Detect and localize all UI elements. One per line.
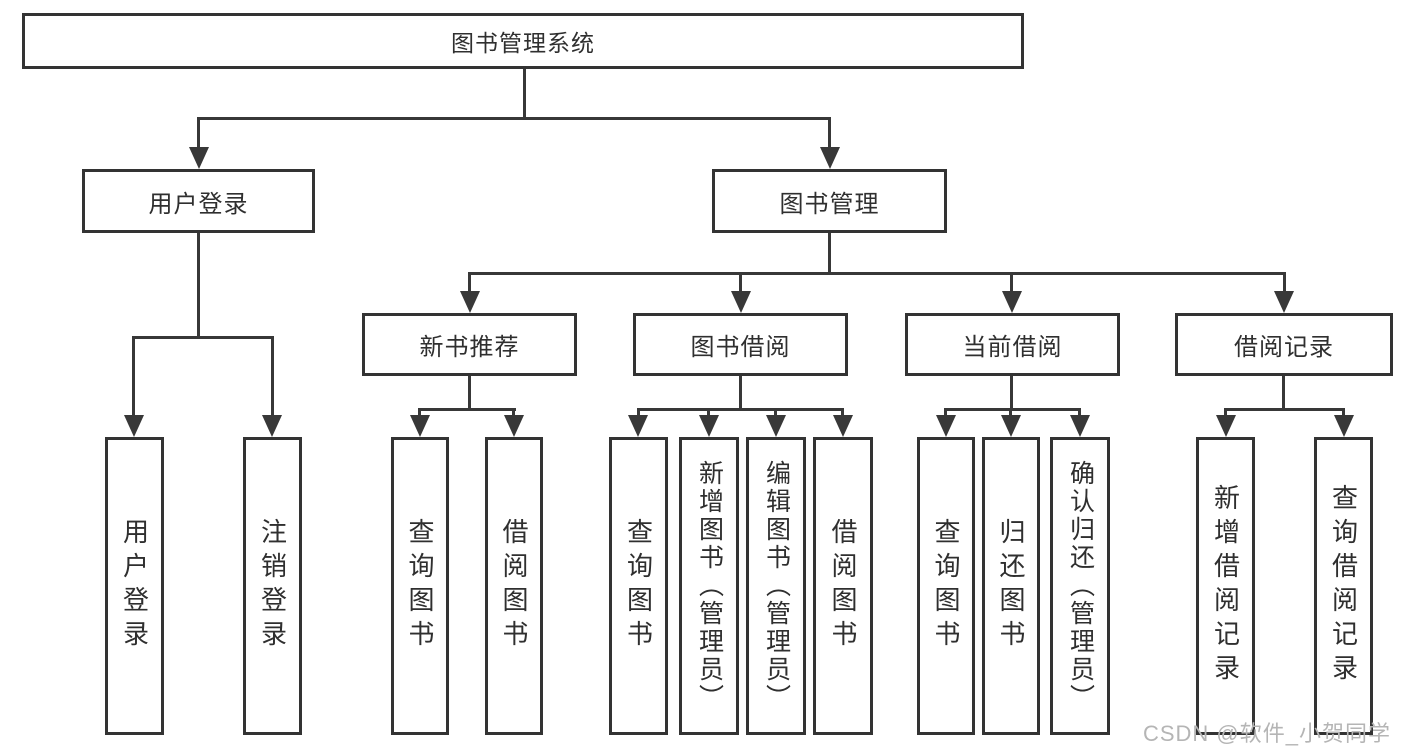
- connector-arrow-cb-confirm: [1078, 408, 1081, 417]
- connector-arrow-cb-return: [1009, 408, 1012, 417]
- leaf-rec-borrow-book: 借阅图书: [485, 437, 543, 735]
- arrowhead-bookborrow: [731, 291, 751, 313]
- node-book-management: 图书管理: [712, 169, 947, 233]
- arrowhead-cb-confirm: [1070, 415, 1090, 437]
- connector-arrow-cb-query: [944, 408, 947, 417]
- connector-arrow-bb-add: [707, 408, 710, 417]
- connector-recommend-stub: [468, 376, 471, 408]
- node-root-system: 图书管理系统: [22, 13, 1024, 69]
- arrowhead-bb-add: [699, 415, 719, 437]
- connector-currentborrow-bar: [944, 408, 1081, 411]
- connector-arrow-rc-add: [1224, 408, 1227, 417]
- connector-arrow-rec-query: [418, 408, 421, 417]
- leaf-records-query: 查询借阅记录: [1314, 437, 1373, 735]
- connector-arrow-currentborrow: [1010, 272, 1013, 293]
- leaf-user-login: 用户登录: [105, 437, 164, 735]
- connector-root-stub: [523, 69, 526, 117]
- arrowhead-rec-borrow: [504, 415, 524, 437]
- arrowhead-currentborrow: [1002, 291, 1022, 313]
- node-new-book-recommend: 新书推荐: [362, 313, 577, 376]
- connector-recommend-bar: [418, 408, 516, 411]
- connector-arrow-bb-borrow: [841, 408, 844, 417]
- connector-arrow-bb-query: [637, 408, 640, 417]
- arrowhead-leaf-login: [124, 415, 144, 437]
- node-user-login: 用户登录: [82, 169, 315, 233]
- leaf-label: 查询图书: [623, 518, 654, 654]
- leaf-label: 用户登录: [119, 518, 150, 654]
- arrowhead-leaf-logout: [262, 415, 282, 437]
- arrowhead-bb-borrow: [833, 415, 853, 437]
- connector-arrow-login: [197, 117, 200, 149]
- arrowhead-rec-query: [410, 415, 430, 437]
- arrowhead-cb-return: [1001, 415, 1021, 437]
- arrowhead-rc-add: [1216, 415, 1236, 437]
- connector-root-bar: [198, 117, 831, 120]
- leaf-current-query-book: 查询图书: [917, 437, 975, 735]
- connector-arrow-bookborrow: [739, 272, 742, 293]
- arrowhead-records: [1274, 291, 1294, 313]
- connector-arrow-recommend: [468, 272, 471, 293]
- leaf-label: 归还图书: [996, 518, 1026, 654]
- leaf-rec-query-book: 查询图书: [391, 437, 449, 735]
- connector-bookborrow-bar: [637, 408, 844, 411]
- leaf-borrow-add-book-admin: 新增图书（管理员）: [679, 437, 739, 735]
- leaf-logout: 注销登录: [243, 437, 302, 735]
- leaf-label: 编辑图书（管理员）: [762, 460, 791, 712]
- arrowhead-login: [189, 147, 209, 169]
- leaf-label: 借阅图书: [499, 518, 529, 654]
- arrowhead-rc-query: [1334, 415, 1354, 437]
- leaf-label: 确认归还（管理员）: [1066, 460, 1095, 712]
- connector-bookborrow-stub: [739, 376, 742, 408]
- connector-records-bar: [1224, 408, 1345, 411]
- leaf-label: 新增图书（管理员）: [695, 460, 724, 712]
- leaf-label: 查询图书: [931, 518, 961, 654]
- connector-currentborrow-stub: [1010, 376, 1013, 408]
- arrowhead-bb-query: [628, 415, 648, 437]
- connector-management-bar: [468, 272, 1285, 275]
- arrowhead-management: [820, 147, 840, 169]
- leaf-label: 查询图书: [405, 518, 435, 654]
- leaf-label: 查询借阅记录: [1328, 484, 1359, 688]
- connector-arrow-bb-edit: [774, 408, 777, 417]
- leaf-borrow-borrow-book: 借阅图书: [813, 437, 873, 735]
- connector-login-stub: [197, 233, 200, 336]
- connector-records-stub: [1282, 376, 1285, 408]
- connector-arrow-leaf-login: [132, 336, 135, 417]
- node-book-borrow: 图书借阅: [633, 313, 848, 376]
- node-borrow-records: 借阅记录: [1175, 313, 1393, 376]
- csdn-watermark: CSDN @软件_小贺同学: [1142, 721, 1391, 746]
- connector-arrow-rc-query: [1342, 408, 1345, 417]
- leaf-current-return-book: 归还图书: [982, 437, 1040, 735]
- connector-arrow-management: [828, 117, 831, 149]
- node-current-borrow: 当前借阅: [905, 313, 1120, 376]
- leaf-label: 借阅图书: [828, 518, 858, 654]
- leaf-records-add: 新增借阅记录: [1196, 437, 1255, 735]
- leaf-borrow-edit-book-admin: 编辑图书（管理员）: [746, 437, 806, 735]
- connector-login-bar: [132, 336, 274, 339]
- arrowhead-bb-edit: [766, 415, 786, 437]
- leaf-current-confirm-return-admin: 确认归还（管理员）: [1050, 437, 1110, 735]
- connector-management-stub: [828, 233, 831, 272]
- connector-arrow-records: [1283, 272, 1286, 293]
- arrowhead-cb-query: [936, 415, 956, 437]
- leaf-borrow-query-book: 查询图书: [609, 437, 668, 735]
- connector-arrow-leaf-logout: [271, 336, 274, 417]
- arrowhead-recommend: [460, 291, 480, 313]
- leaf-label: 注销登录: [257, 518, 288, 654]
- leaf-label: 新增借阅记录: [1210, 484, 1241, 688]
- connector-arrow-rec-borrow: [512, 408, 515, 417]
